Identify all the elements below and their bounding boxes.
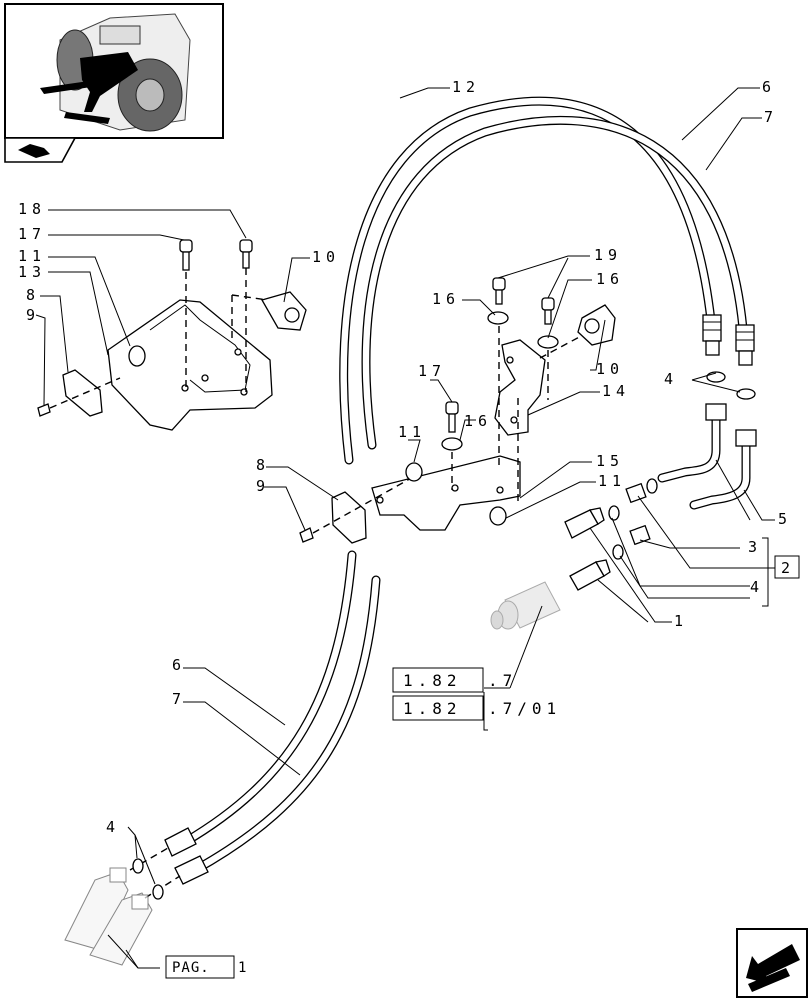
bolt-17-center bbox=[445, 401, 459, 490]
page-ref-number: 1 bbox=[238, 960, 247, 976]
hose-6-lower bbox=[180, 550, 357, 847]
hose-7-upper bbox=[361, 115, 749, 450]
seal-ring bbox=[152, 884, 164, 900]
callout-16-right: 16 bbox=[596, 270, 624, 288]
bolt-19-b bbox=[541, 297, 555, 400]
clamp-8-center bbox=[331, 491, 367, 544]
callout-8-center: 8 bbox=[256, 456, 270, 474]
callout-4-right: 4 bbox=[664, 370, 678, 388]
ref-a-tail-text: .7 bbox=[488, 671, 517, 690]
bracket-13 bbox=[107, 299, 273, 431]
callout-7-top: 7 bbox=[764, 108, 778, 126]
ref-box-2 bbox=[774, 555, 800, 579]
callout-10-right: 10 bbox=[596, 360, 624, 378]
seal-ring bbox=[646, 478, 658, 494]
callout-13: 13 bbox=[18, 263, 46, 281]
ref-b-box-text: 1.82 bbox=[403, 699, 462, 718]
bracket-15 bbox=[371, 455, 521, 531]
tractor-thumbnail bbox=[4, 3, 224, 139]
washer-16-upper bbox=[487, 311, 509, 325]
callout-3: 3 bbox=[748, 538, 762, 556]
ref-b-tail-text: .7/01 bbox=[488, 699, 561, 718]
elbow-pipe-5a bbox=[657, 403, 727, 483]
callout-10-left: 10 bbox=[312, 248, 340, 266]
hose-7-lower bbox=[190, 575, 381, 875]
callout-6-bottom: 6 bbox=[172, 656, 186, 674]
reference-1-82-7: 1.82 .7 bbox=[392, 667, 517, 693]
callout-5: 5 bbox=[778, 510, 792, 528]
hose-end-fitting-6 bbox=[164, 827, 197, 857]
callout-16-lower: 16 bbox=[464, 412, 492, 430]
callout-8-left: 8 bbox=[26, 286, 40, 304]
seal-ring bbox=[736, 388, 756, 400]
page-reference: PAG. 1 bbox=[165, 955, 247, 979]
next-page-arrow-icon[interactable] bbox=[736, 928, 808, 998]
callout-11-left: 11 bbox=[18, 247, 46, 265]
lower-connector-pipes bbox=[64, 867, 153, 966]
hose-fitting-7 bbox=[735, 324, 755, 366]
bolt-9-center bbox=[299, 475, 416, 543]
hose-end-fitting-7 bbox=[174, 855, 209, 885]
ref-a-box-text: 1.82 bbox=[403, 671, 462, 690]
leader-lines bbox=[35, 87, 790, 969]
callout-9-left: 9 bbox=[26, 306, 40, 324]
callout-14: 14 bbox=[602, 382, 630, 400]
callout-15: 15 bbox=[596, 452, 624, 470]
seal-ring bbox=[608, 505, 620, 521]
washer-16-lower bbox=[441, 437, 463, 451]
callout-16-upper: 16 bbox=[432, 290, 460, 308]
bolt-9-left bbox=[37, 377, 121, 417]
callout-11-right: 11 bbox=[598, 472, 626, 490]
coupling-1a bbox=[564, 507, 605, 539]
callout-9-center: 9 bbox=[256, 477, 270, 495]
callout-19: 19 bbox=[594, 246, 622, 264]
callout-1: 1 bbox=[674, 612, 688, 630]
hose-fitting-6 bbox=[702, 314, 722, 356]
coupling-1b bbox=[569, 559, 611, 591]
bolt-18 bbox=[239, 239, 253, 392]
hose-holder-10-left bbox=[261, 291, 307, 331]
seal-ring bbox=[612, 544, 624, 560]
washer-16-right bbox=[537, 335, 559, 349]
callout-4-bottom: 4 bbox=[106, 818, 120, 836]
group-bracket-2 bbox=[762, 537, 769, 607]
adapter-3a bbox=[625, 482, 647, 504]
hose-6-upper bbox=[339, 96, 717, 465]
bolt-17-left bbox=[179, 239, 193, 390]
section-tab-icon bbox=[4, 137, 77, 163]
callout-17-center: 17 bbox=[418, 362, 446, 380]
bushing-11-center bbox=[405, 462, 423, 482]
bracket-14 bbox=[494, 339, 546, 436]
callout-6-top: 6 bbox=[762, 78, 776, 96]
callout-12: 12 bbox=[452, 78, 480, 96]
page-ref-box-text: PAG. bbox=[172, 960, 210, 976]
seal-ring bbox=[132, 858, 144, 874]
quick-coupler-reference bbox=[490, 581, 561, 630]
callout-18: 18 bbox=[18, 200, 46, 218]
callout-7-bottom: 7 bbox=[172, 690, 186, 708]
hose-holder-10-right bbox=[577, 304, 616, 346]
adapter-3b bbox=[629, 524, 651, 546]
callout-11-center: 11 bbox=[398, 423, 426, 441]
callout-17-left: 17 bbox=[18, 225, 46, 243]
callout-2: 2 bbox=[781, 559, 795, 577]
clamp-8-left bbox=[62, 369, 103, 417]
bolt-19-a bbox=[492, 277, 506, 470]
reference-1-82-7-01: 1.82 .7/01 bbox=[392, 695, 561, 721]
callout-4-mid: 4 bbox=[750, 578, 764, 596]
bushing-11-left bbox=[128, 345, 146, 367]
bushing-11-right bbox=[489, 506, 507, 526]
